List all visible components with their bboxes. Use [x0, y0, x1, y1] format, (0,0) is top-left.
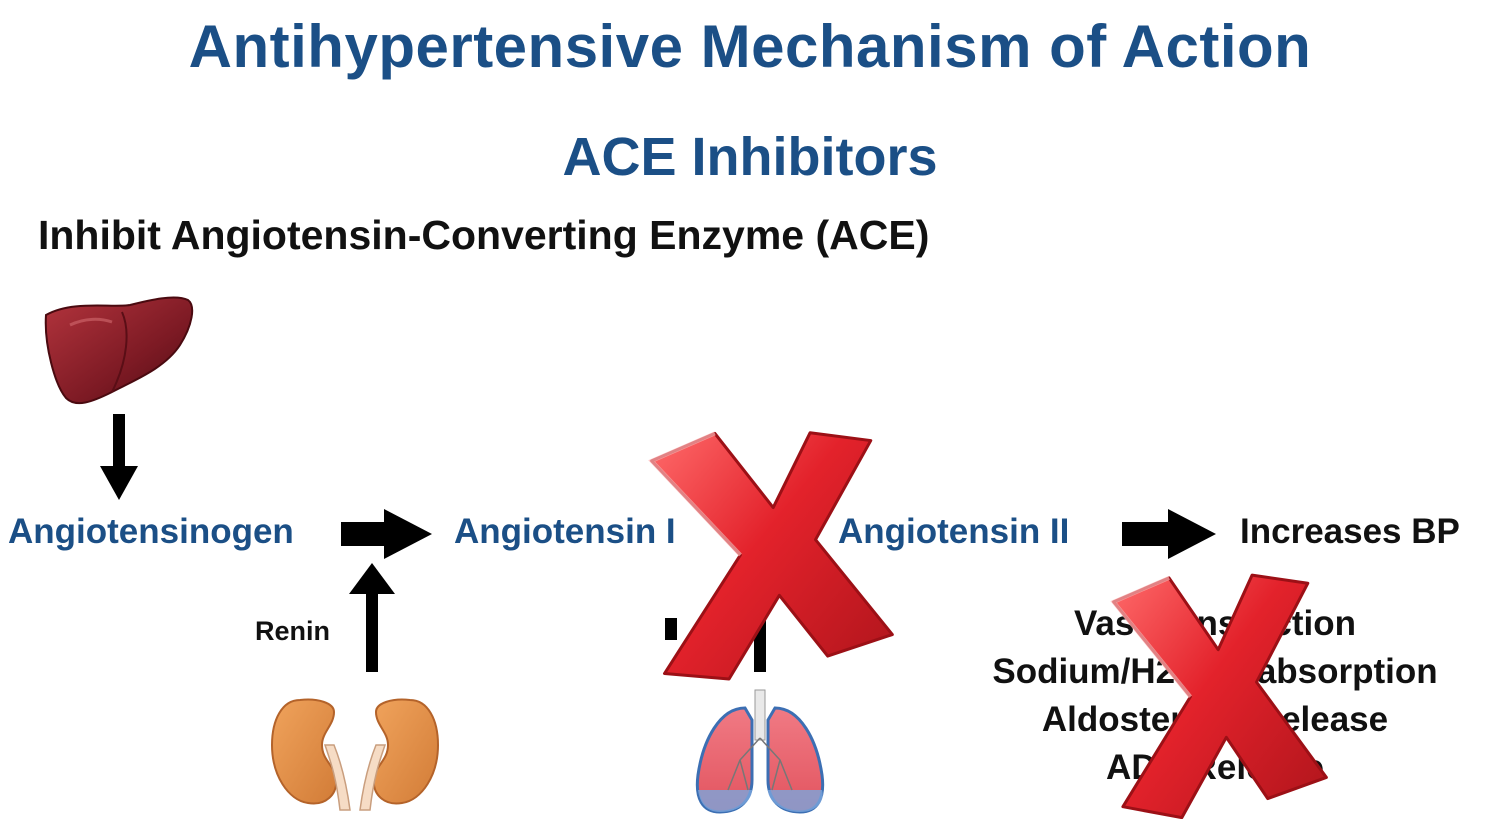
page-subtitle: ACE Inhibitors	[562, 127, 938, 187]
kidneys-icon	[270, 698, 440, 811]
angiotensin-2-label: Angiotensin II	[838, 512, 1070, 551]
liver-icon	[44, 296, 194, 405]
mechanism-description: Inhibit Angiotensin-Converting Enzyme (A…	[38, 212, 930, 258]
lungs-icon	[695, 689, 825, 814]
renin-up-arrow	[349, 563, 395, 672]
renin-label: Renin	[255, 616, 331, 646]
liver-to-angiotensinogen-arrow	[100, 414, 138, 500]
conversion-arrow-3	[1122, 509, 1216, 559]
angiotensin-1-label: Angiotensin I	[454, 512, 676, 551]
red-x-icon	[1110, 573, 1328, 819]
page-title: Antihypertensive Mechanism of Action	[188, 13, 1312, 80]
conversion-arrow-1	[341, 509, 432, 559]
increases-bp-label: Increases BP	[1240, 512, 1460, 551]
red-x-icon	[648, 431, 894, 681]
angiotensinogen-label: Angiotensinogen	[8, 512, 294, 551]
